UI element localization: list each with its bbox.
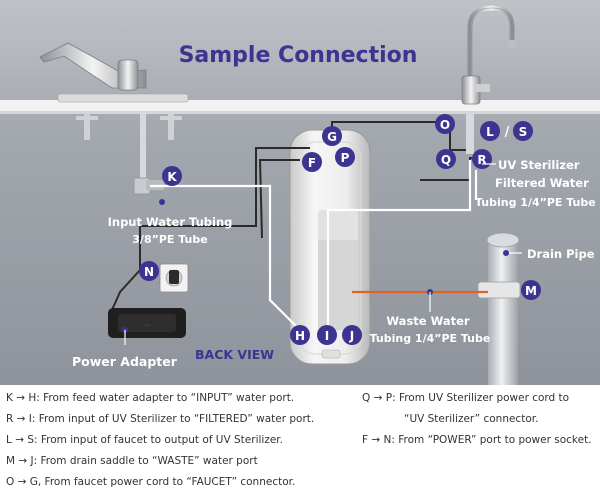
diagram-title: Sample Connection [179, 43, 418, 68]
svg-text:I: I [325, 329, 329, 343]
power-socket [159, 263, 189, 293]
badge-r: R [472, 149, 492, 169]
svg-text:R: R [477, 153, 486, 167]
badge-j: J [342, 325, 362, 345]
label-input-tubing: Input Water Tubing [108, 215, 233, 229]
label-drain-pipe: Drain Pipe [527, 247, 595, 261]
water-tubing [150, 160, 478, 331]
label-uv-sterilizer: UV Sterilizer [498, 158, 580, 172]
label-input-tubing-size: 3/8”PE Tube [132, 233, 207, 246]
badge-p: P [335, 147, 355, 167]
label-back-view: BACK VIEW [195, 347, 274, 362]
badge-n: N [139, 261, 159, 281]
note-f-n: F → N: From “POWER” port to power socket… [362, 434, 592, 446]
label-filtered-tubing: Tubing 1/4”PE Tube [475, 196, 596, 209]
svg-text:K: K [167, 170, 177, 184]
note-o-g: O → G, From faucet power cord to “FAUCET… [6, 476, 296, 488]
note-q-p-continued: “UV Sterilizer” connector. [404, 413, 539, 425]
label-leaders [122, 163, 522, 345]
svg-text:M: M [525, 284, 537, 298]
countertop [0, 100, 600, 114]
badge-k: K [162, 166, 182, 186]
svg-text:F: F [308, 156, 316, 170]
label-filtered-water: Filtered Water [495, 176, 589, 190]
badge-separator: / [505, 125, 510, 140]
note-m-j: M → J: From drain saddle to “WASTE” wate… [6, 455, 258, 467]
svg-text:P: P [341, 151, 350, 165]
badge-i: I [317, 325, 337, 345]
connection-diagram: Sample Connection [0, 0, 600, 385]
svg-text:H: H [295, 329, 305, 343]
notes-left-column: K → H: From feed water adapter to “INPUT… [6, 388, 346, 493]
badge-h: H [290, 325, 310, 345]
label-waste-tubing: Tubing 1/4”PE Tube [370, 332, 491, 345]
note-l-s: L → S: From input of faucet to output of… [6, 434, 283, 446]
notes-right-column: Q → P: From UV Sterilizer power cord to … [362, 388, 598, 451]
note-k-h: K → H: From feed water adapter to “INPUT… [6, 392, 295, 404]
badge-f: F [302, 152, 322, 172]
svg-text:N: N [144, 265, 154, 279]
badge-o: O [435, 114, 455, 134]
svg-text:⋯: ⋯ [144, 322, 150, 329]
kitchen-faucet [39, 42, 189, 195]
power-adapter-graphic: ⋯ [108, 308, 186, 338]
note-r-i: R → I: From input of UV Sterilizer to “F… [6, 413, 315, 425]
drinking-faucet [461, 5, 516, 154]
svg-text:O: O [440, 118, 450, 132]
badge-s: S [513, 121, 533, 141]
svg-text:L: L [486, 125, 494, 139]
label-waste-water: Waste Water [386, 314, 470, 328]
label-power-adapter: Power Adapter [72, 354, 178, 369]
svg-text:J: J [349, 329, 354, 343]
badge-g: G [322, 126, 342, 146]
note-q-p: Q → P: From UV Sterilizer power cord to [362, 392, 570, 404]
badge-l: L [480, 121, 500, 141]
svg-text:Q: Q [441, 153, 451, 167]
connection-notes: K → H: From feed water adapter to “INPUT… [0, 388, 600, 495]
svg-text:G: G [327, 130, 337, 144]
badge-q: Q [436, 149, 456, 169]
svg-text:S: S [519, 125, 528, 139]
badge-m: M [521, 280, 541, 300]
drain-pipe-graphic [477, 232, 521, 385]
